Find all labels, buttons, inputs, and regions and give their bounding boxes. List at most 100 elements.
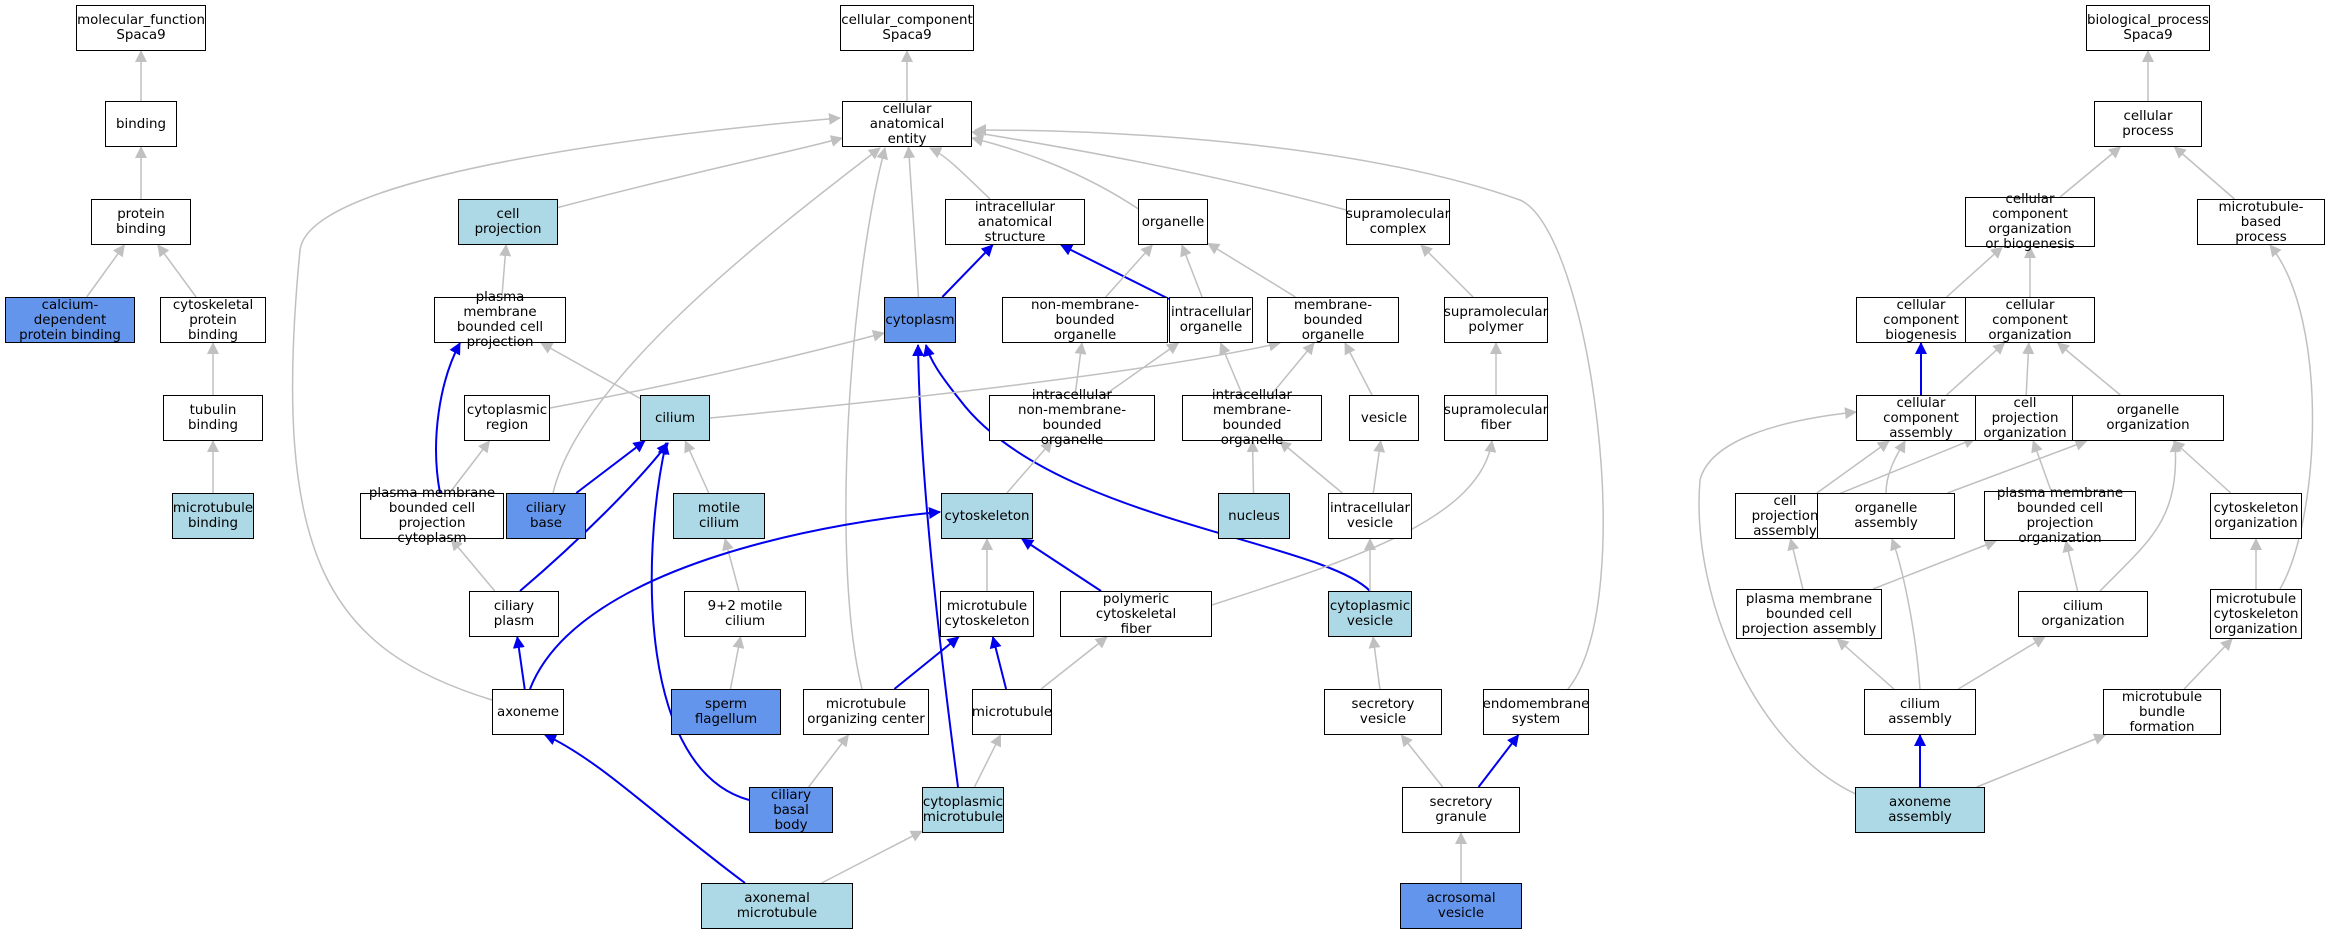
node-mf-root[interactable]: molecular_function Spaca9: [76, 5, 206, 51]
edge-nucleus-to-intra_membrane_organelle: [1246, 440, 1259, 494]
node-cellular-process[interactable]: cellular process: [2094, 101, 2202, 147]
node-secretory-vesicle[interactable]: secretory vesicle: [1324, 689, 1442, 735]
node-intracellular-vesicle[interactable]: intracellular vesicle: [1328, 493, 1412, 539]
node-cell-projection[interactable]: cell projection: [458, 199, 558, 245]
node-protein-binding[interactable]: protein binding: [91, 199, 191, 245]
edge-cilium_org-to-pm_projection_org: [2062, 540, 2079, 592]
node-cae[interactable]: cellular anatomical entity: [842, 101, 972, 147]
node-organelle-org[interactable]: organelle organization: [2072, 395, 2224, 441]
edge-pm_bounded_projection-to-cell_projection: [499, 244, 512, 298]
edge-cc_biogenesis-to-cc_org_biogenesis: [1946, 246, 2003, 298]
edge-organelle_assembly-to-cc_assembly: [1885, 440, 1906, 494]
node-pm-projection-assembly[interactable]: plasma membrane bounded cell projection …: [1736, 589, 1882, 639]
node-ciliary-base[interactable]: ciliary base: [506, 493, 586, 539]
node-motile-cilium[interactable]: motile cilium: [673, 493, 765, 539]
node-secretory-granule[interactable]: secretory granule: [1402, 787, 1520, 833]
node-non-membrane-organelle[interactable]: non-membrane-bounded organelle: [1002, 297, 1168, 343]
node-intracellular-organelle[interactable]: intracellular organelle: [1169, 297, 1253, 343]
node-polymeric-fiber[interactable]: polymeric cytoskeletal fiber: [1060, 591, 1212, 637]
node-binding[interactable]: binding: [105, 101, 177, 147]
edge-ciliary_base-to-cae: [552, 147, 881, 494]
edge-intracellular_structure-to-cae: [929, 147, 991, 200]
edge-cytoplasm-to-intracellular_structure: [941, 244, 994, 298]
node-bp-root[interactable]: biological_process Spaca9: [2086, 5, 2210, 51]
node-cc-org-biogenesis[interactable]: cellular component organization or bioge…: [1965, 192, 2095, 252]
node-axonemal-microtubule[interactable]: axonemal microtubule: [701, 883, 853, 929]
edge-cell_projection_org-to-cc_organization: [2022, 342, 2035, 396]
node-pm-projection-cytoplasm[interactable]: plasma membrane bounded cell projection …: [360, 486, 504, 546]
node-supramolecular-complex[interactable]: supramolecular complex: [1346, 199, 1450, 245]
node-intracellular-structure[interactable]: intracellular anatomical structure: [945, 199, 1085, 245]
node-cytoskeletal-binding[interactable]: cytoskeletal protein binding: [160, 297, 266, 343]
edge-ciliary_base-to-cilium: [575, 440, 646, 494]
node-cc-biogenesis[interactable]: cellular component biogenesis: [1856, 297, 1986, 343]
edge-secretory_granule-to-endomembrane: [1477, 734, 1520, 788]
node-organelle-assembly[interactable]: organelle assembly: [1817, 493, 1955, 539]
edge-mtoc-to-cae: [845, 147, 888, 690]
node-motile-9-2[interactable]: 9+2 motile cilium: [684, 591, 806, 637]
node-cc-root[interactable]: cellular_component Spaca9: [840, 5, 974, 51]
node-ciliary-basal-body[interactable]: ciliary basal body: [749, 787, 833, 833]
node-organelle[interactable]: organelle: [1138, 199, 1208, 245]
node-axoneme-assembly[interactable]: axoneme assembly: [1855, 787, 1985, 833]
node-acrosomal-vesicle[interactable]: acrosomal vesicle: [1400, 883, 1522, 929]
node-vesicle[interactable]: vesicle: [1349, 395, 1419, 441]
edge-axoneme-to-cytoskeleton: [529, 506, 941, 690]
edge-cilium_assembly-to-organelle_assembly: [1890, 538, 1921, 690]
node-mt-cytoskeleton-org[interactable]: microtubule cytoskeleton organization: [2210, 589, 2302, 639]
node-tubulin-binding[interactable]: tubulin binding: [163, 395, 263, 441]
node-intra-membrane-organelle[interactable]: intracellular membrane-bounded organelle: [1182, 388, 1322, 448]
node-microtubule[interactable]: microtubule: [972, 689, 1052, 735]
node-cytoskeleton-org[interactable]: cytoskeleton organization: [2210, 493, 2302, 539]
edge-cilium_assembly-to-cilium_org: [1957, 636, 2046, 690]
node-calcium-binding[interactable]: calcium-dependent protein binding: [5, 297, 135, 343]
node-cytoplasmic-vesicle[interactable]: cytoplasmic vesicle: [1328, 591, 1412, 637]
node-axoneme[interactable]: axoneme: [492, 689, 564, 735]
edge-organelle_org-to-cc_organization: [2056, 342, 2121, 396]
node-cilium-org[interactable]: cilium organization: [2018, 591, 2148, 637]
edge-axoneme_assembly-to-cc_assembly: [1698, 407, 1871, 801]
edge-calcium_binding-to-protein_binding: [86, 244, 125, 298]
edge-layer: [86, 50, 2314, 884]
edge-cell_projection_assembly-to-cc_assembly: [1816, 440, 1890, 494]
edge-cytoplasmic_microtubule-to-microtubule: [973, 734, 1002, 788]
node-mtoc[interactable]: microtubule organizing center: [803, 689, 929, 735]
node-cc-organization[interactable]: cellular component organization: [1965, 297, 2095, 343]
edge-secretory_vesicle-to-cytoplasmic_vesicle: [1368, 636, 1381, 690]
edge-motile_cilium-to-cilium: [684, 440, 710, 494]
node-pm-projection-org[interactable]: plasma membrane bounded cell projection …: [1984, 486, 2136, 546]
node-cytoplasmic-microtubule[interactable]: cytoplasmic microtubule: [922, 787, 1004, 833]
node-sperm-flagellum[interactable]: sperm flagellum: [671, 689, 781, 735]
node-cytoplasmic-region[interactable]: cytoplasmic region: [464, 395, 550, 441]
edge-axonemal_microtubule-to-axoneme: [544, 734, 746, 884]
edge-supramolecular_polymer-to-supramolecular_complex: [1420, 244, 1474, 298]
node-cytoskeleton[interactable]: cytoskeleton: [941, 493, 1033, 539]
edge-intra_membrane_organelle-to-intracellular_organelle: [1219, 342, 1244, 396]
node-microtubule-binding[interactable]: microtubule binding: [172, 493, 254, 539]
node-cc-assembly[interactable]: cellular component assembly: [1856, 395, 1986, 441]
edge-intracellular_organelle-to-intracellular_structure: [1060, 244, 1170, 300]
edge-pm_projection_assembly-to-cell_projection_assembly: [1787, 538, 1804, 590]
node-supramolecular-fiber[interactable]: supramolecular fiber: [1444, 395, 1548, 441]
node-microtubule-process[interactable]: microtubule-based process: [2197, 199, 2325, 245]
node-endomembrane[interactable]: endomembrane system: [1483, 689, 1589, 735]
edge-intracellular_vesicle-to-intra_membrane_organelle: [1278, 440, 1343, 494]
edge-cell_projection-to-cae: [555, 135, 843, 209]
node-cell-projection-org[interactable]: cell projection organization: [1975, 395, 2075, 441]
edge-axoneme_assembly-to-mt_bundle_formation: [1976, 733, 2107, 788]
node-microtubule-cytoskeleton[interactable]: microtubule cytoskeleton: [940, 591, 1034, 637]
node-ciliary-plasm[interactable]: ciliary plasm: [469, 591, 559, 637]
edge-mtoc-to-microtubule_cytoskeleton: [893, 636, 960, 690]
node-supramolecular-polymer[interactable]: supramolecular polymer: [1444, 297, 1548, 343]
edge-membrane_organelle-to-organelle: [1207, 242, 1296, 298]
node-cytoplasm[interactable]: cytoplasm: [884, 297, 956, 343]
node-mt-bundle-formation[interactable]: microtubule bundle formation: [2103, 689, 2221, 735]
node-intra-non-membrane-organelle[interactable]: intracellular non-membrane-bounded organ…: [989, 388, 1155, 448]
node-cilium[interactable]: cilium: [640, 395, 710, 441]
node-membrane-organelle[interactable]: membrane-bounded organelle: [1267, 297, 1399, 343]
node-pm-bounded-projection[interactable]: plasma membrane bounded cell projection: [434, 290, 566, 350]
node-nucleus[interactable]: nucleus: [1218, 493, 1290, 539]
node-cilium-assembly[interactable]: cilium assembly: [1864, 689, 1976, 735]
edge-cytoplasmic_microtubule-to-cytoplasm: [912, 344, 959, 788]
edge-cc_assembly-to-cc_organization: [1946, 342, 2006, 396]
